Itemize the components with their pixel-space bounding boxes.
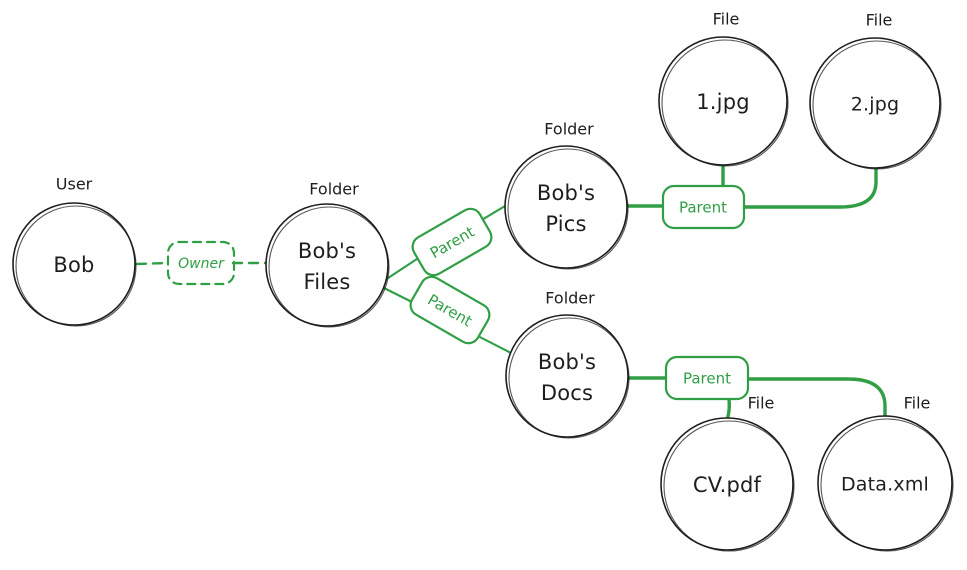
node-bobs-files-type-label: Folder: [309, 180, 359, 199]
edge-label-owner[interactable]: Owner: [166, 240, 236, 286]
node-bobs-files-circle: [265, 203, 389, 327]
node-dataxml[interactable]: File Data.xml: [817, 394, 954, 552]
node-bobs-pics-type-label: Folder: [544, 120, 594, 139]
node-2jpg-circle-sketch: [812, 40, 942, 170]
edge-parent-docfiles-to-dataxml: [746, 377, 887, 420]
node-2jpg-circle: [809, 37, 941, 169]
node-bobs-docs-type-label: Folder: [545, 289, 595, 308]
node-dataxml-type-label: File: [904, 394, 931, 413]
node-dataxml-label: Data.xml: [841, 474, 929, 496]
node-1jpg-circle-sketch: [661, 39, 789, 167]
node-cvpdf-circle-sketch: [663, 420, 795, 552]
node-bobs-docs[interactable]: Folder Bob's Docs: [505, 289, 630, 439]
node-cvpdf-type-label: File: [748, 394, 775, 413]
node-cvpdf[interactable]: File CV.pdf: [660, 394, 795, 552]
node-dataxml-circle-sketch: [820, 418, 954, 552]
node-bobs-files-label-line2: Files: [303, 270, 350, 294]
node-1jpg[interactable]: File 1.jpg: [658, 10, 789, 167]
node-bobs-pics-circle-sketch: [507, 148, 629, 270]
edge-label-owner-text: Owner: [178, 256, 225, 272]
node-bobs-docs-circle: [505, 314, 629, 438]
node-bobs-files-label-line1: Bob's: [298, 239, 356, 263]
node-cvpdf-label: CV.pdf: [693, 473, 762, 497]
edge-label-parent-docfiles-text: Parent: [683, 370, 731, 388]
edge-label-parent-pics[interactable]: Parent: [409, 205, 496, 279]
node-2jpg-type-label: File: [866, 11, 893, 30]
edge-label-parent-jpgs-box: [661, 184, 746, 230]
edge-label-parent-docs[interactable]: Parent: [407, 273, 494, 347]
edge-label-parent-docfiles-box: [664, 355, 750, 401]
node-2jpg[interactable]: File 2.jpg: [809, 11, 942, 170]
node-1jpg-type-label: File: [713, 10, 740, 29]
node-dataxml-circle: [817, 415, 953, 551]
node-bob-circle: [12, 202, 136, 326]
node-bobs-docs-circle-sketch: [508, 317, 630, 439]
node-1jpg-circle: [658, 36, 788, 166]
edge-parent-jpgs-to-2jpg: [742, 166, 878, 209]
edge-owner[interactable]: [135, 261, 268, 266]
edge-owner-line-left: [135, 261, 170, 266]
node-bob-type-label: User: [56, 175, 93, 194]
edge-label-parent-docfiles[interactable]: Parent: [664, 355, 750, 401]
node-bob-circle-sketch: [15, 205, 137, 327]
node-bob[interactable]: User Bob: [12, 175, 137, 327]
node-bobs-docs-label-line2: Docs: [541, 381, 593, 405]
edge-label-parent-jpgs-text: Parent: [679, 199, 727, 217]
node-bobs-pics-label-line2: Pics: [545, 212, 586, 236]
node-bobs-files[interactable]: Folder Bob's Files: [265, 180, 390, 328]
edge-label-parent-jpgs[interactable]: Parent: [661, 184, 746, 230]
node-bobs-pics[interactable]: Folder Bob's Pics: [504, 120, 629, 270]
node-bob-label: Bob: [53, 253, 94, 277]
node-cvpdf-circle: [660, 417, 794, 551]
node-2jpg-label: 2.jpg: [851, 94, 900, 116]
edge-label-parent-docs-box: [409, 275, 491, 345]
node-bobs-pics-circle: [504, 145, 628, 269]
edge-label-owner-box: [166, 240, 236, 286]
node-bobs-pics-label-line1: Bob's: [537, 181, 595, 205]
node-bobs-docs-label-line1: Bob's: [538, 350, 596, 374]
node-bobs-files-circle-sketch: [268, 206, 390, 328]
node-1jpg-label: 1.jpg: [696, 90, 750, 114]
edge-label-parent-pics-box: [411, 207, 493, 277]
